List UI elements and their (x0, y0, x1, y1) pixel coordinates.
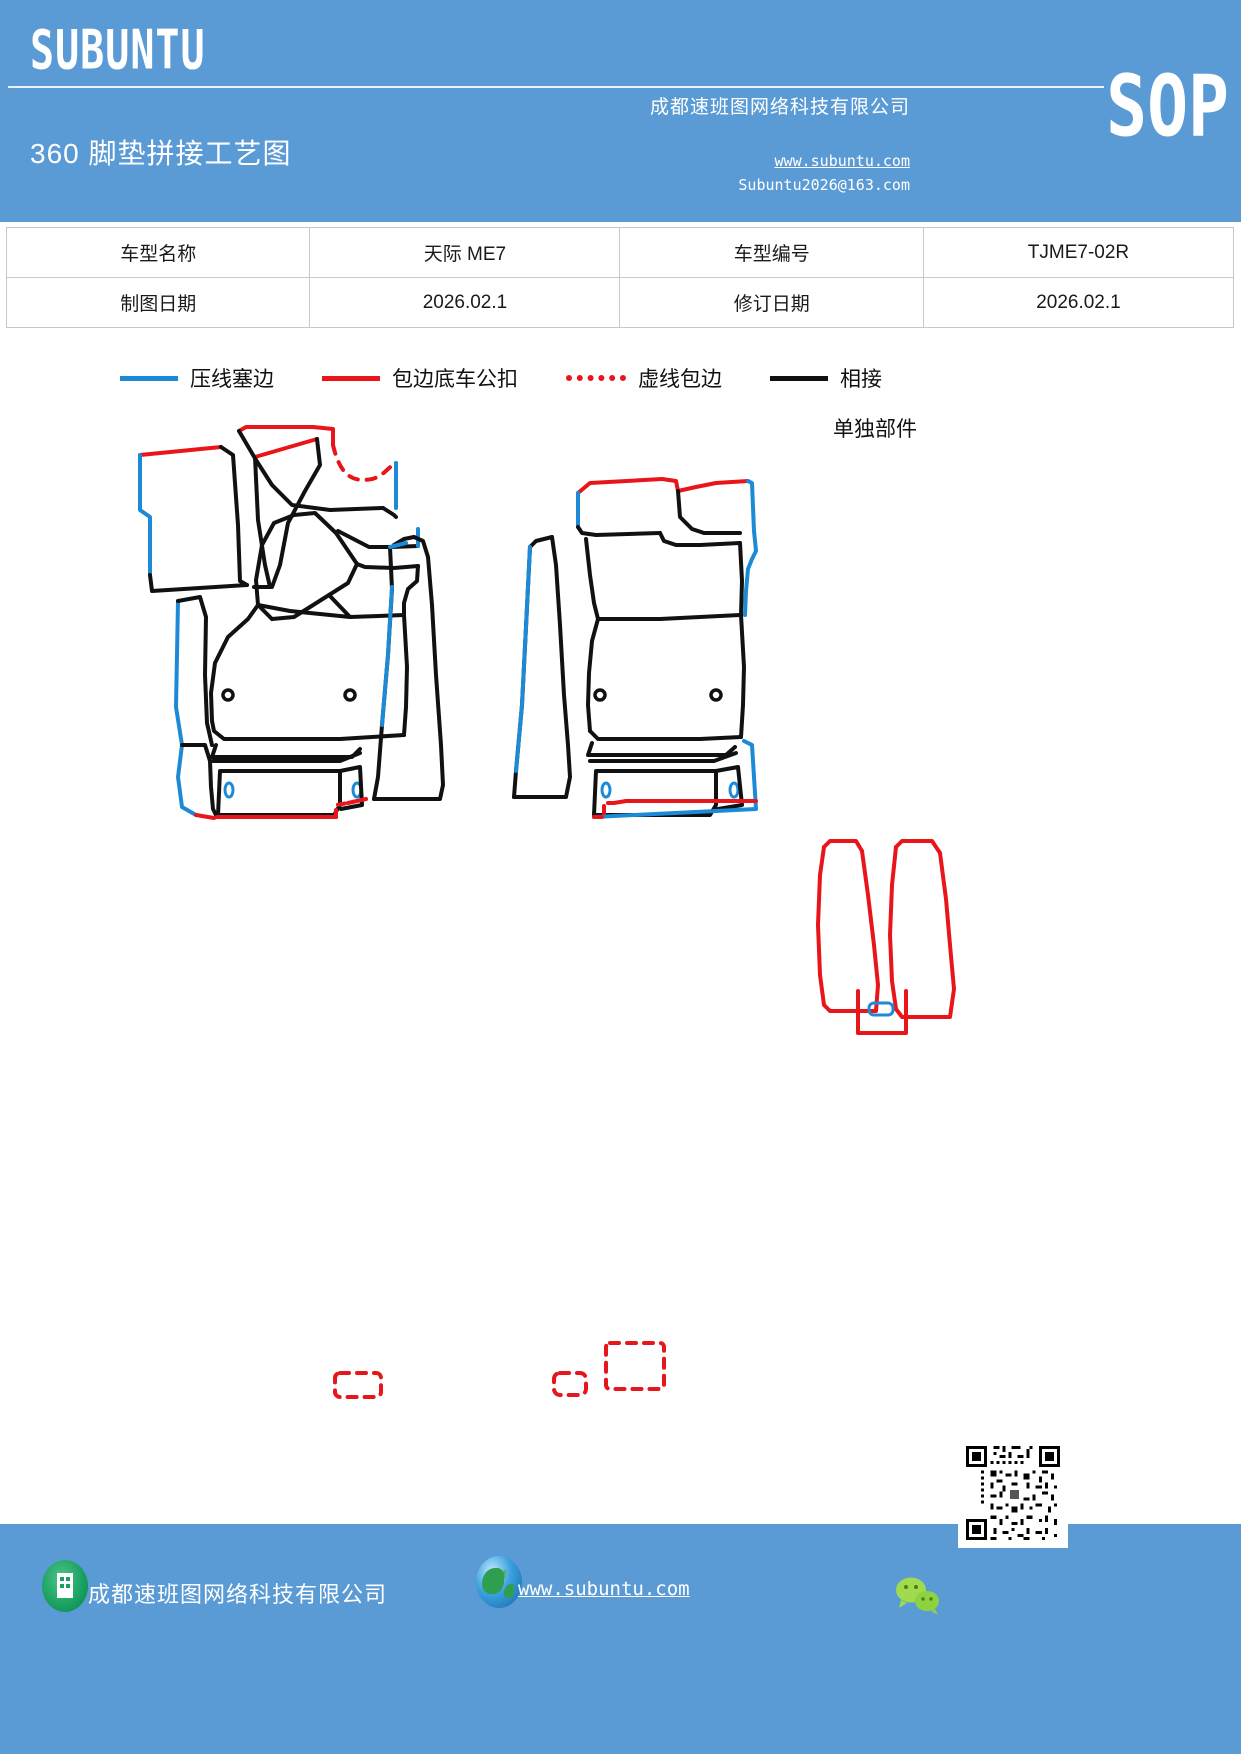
passenger-main-floor-panel (586, 613, 746, 741)
qr-code-icon (958, 1438, 1068, 1548)
sop-badge: SOP (1106, 58, 1229, 157)
rear-right-panel (552, 1341, 666, 1397)
legend-swatch-blue-line-icon (120, 375, 178, 381)
legend-label: 包边底车公扣 (392, 368, 518, 391)
value-model-name: 天际 ME7 (309, 227, 621, 278)
value-revision-date: 2026.02.1 (922, 277, 1235, 328)
separate-part-left (816, 839, 880, 1013)
legend-label: 压线塞边 (190, 368, 274, 391)
header-email: Subuntu2026@163.com (738, 176, 910, 194)
table-row: 车型名称 天际 ME7 车型编号 TJME7-02R (5, 227, 1235, 278)
legend-item-edge-red: 包边底车公扣 (322, 363, 518, 393)
mat-pattern-drawing: 单独部件 (0, 405, 1241, 1415)
driver-upper-left-flap (138, 445, 249, 593)
driver-top-centre-panel (237, 425, 398, 519)
legend: 压线塞边 包边底车公扣 虚线包边 相接 (120, 355, 980, 401)
legend-swatch-red-dashed-line-icon (566, 375, 626, 381)
vehicle-info-table: 车型名称 天际 ME7 车型编号 TJME7-02R 制图日期 2026.02.… (5, 227, 1235, 328)
label-model-code: 车型编号 (619, 227, 924, 278)
table-row: 制图日期 2026.02.1 修订日期 2026.02.1 (5, 277, 1235, 328)
passenger-middle-panel (584, 529, 758, 621)
separate-part-right (888, 839, 956, 1019)
driver-middle-wedge (254, 511, 359, 621)
label-revision-date: 修订日期 (619, 277, 924, 328)
value-model-code: TJME7-02R (922, 227, 1235, 278)
legend-item-dashed-edge: 虚线包边 (566, 363, 722, 393)
driver-outer-right-panel (372, 535, 445, 801)
driver-left-flank (174, 595, 219, 820)
brand-logo: SUBUNTU (30, 20, 206, 83)
driver-lower-sill (210, 743, 368, 819)
passenger-lower-sill (586, 739, 758, 819)
header-divider (8, 86, 1104, 88)
page-title: 360 脚垫拼接工艺图 (30, 138, 292, 169)
legend-label: 虚线包边 (638, 368, 722, 391)
label-draw-date: 制图日期 (5, 277, 311, 328)
legend-item-join-black: 相接 (770, 363, 882, 393)
driver-main-floor-panel (209, 603, 409, 741)
page-footer (0, 1524, 1241, 1754)
passenger-top-panel (576, 477, 756, 537)
separate-part-centre-tab (856, 989, 908, 1035)
label-model-name: 车型名称 (5, 227, 311, 278)
header-company-name: 成都速班图网络科技有限公司 (649, 97, 910, 118)
mat-pattern-svg (138, 425, 956, 1399)
page-header: SUBUNTU 成都速班图网络科技有限公司 SOP 360 脚垫拼接工艺图 ww… (0, 0, 1241, 222)
footer-website-link[interactable]: www.subuntu.com (518, 1578, 690, 1600)
globe-icon (476, 1556, 522, 1608)
legend-swatch-red-line-icon (322, 375, 380, 381)
footer-company-name: 成都速班图网络科技有限公司 (88, 1582, 388, 1607)
passenger-left-flank (512, 535, 572, 799)
legend-label: 相接 (840, 368, 882, 391)
legend-swatch-black-line-icon (770, 375, 828, 381)
legend-item-seam-blue: 压线塞边 (120, 363, 274, 393)
header-website-link[interactable]: www.subuntu.com (774, 152, 910, 170)
separate-parts-label: 单独部件 (833, 418, 917, 441)
value-draw-date: 2026.02.1 (309, 277, 621, 328)
rear-left-panel (333, 1371, 383, 1399)
wechat-icon (896, 1577, 939, 1615)
building-icon (42, 1560, 88, 1612)
